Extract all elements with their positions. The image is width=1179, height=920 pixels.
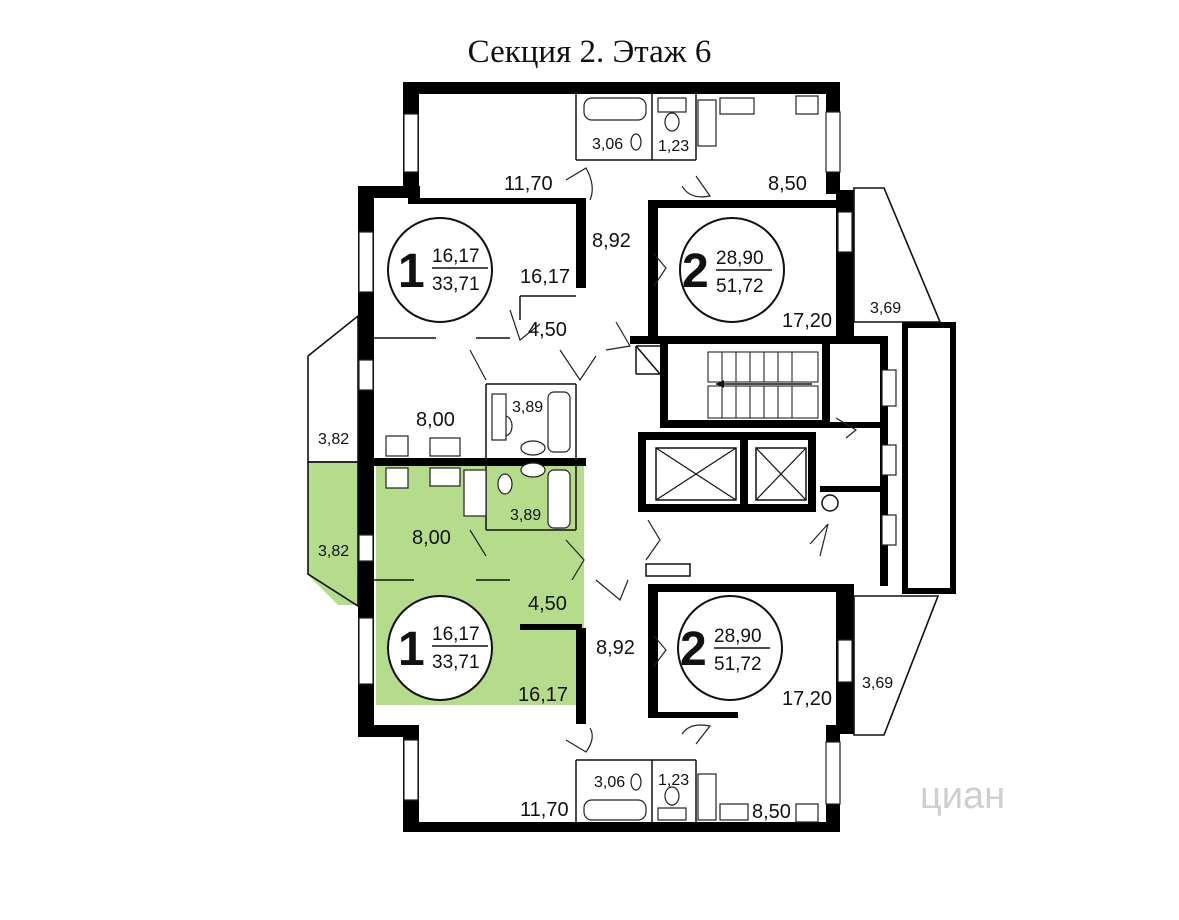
highlight-balcony-area [308, 462, 358, 605]
room-area-label: 8,50 [768, 173, 807, 195]
apartment-living-area: 16,17 [432, 246, 480, 267]
apartment-rooms: 2 [682, 245, 709, 298]
apartment-circle [387, 217, 493, 323]
room-labels: 11,70 3,06 1,23 8,50 8,92 16,17 4,50 8,0… [318, 136, 901, 823]
room-area-label: 8,50 [752, 801, 791, 823]
apartment-circle [387, 595, 493, 701]
room-area-label: 8,00 [416, 409, 455, 431]
room-area-label: 3,89 [512, 399, 543, 416]
plan-title: Секция 2. Этаж 6 [467, 34, 712, 70]
room-area-label: 16,17 [520, 266, 570, 288]
balconies [307, 187, 942, 736]
room-area-label: 1,23 [658, 138, 689, 155]
room-area-label: 4,50 [528, 593, 567, 615]
apartment-badge-lower-left[interactable]: 1 16,17 33,71 [387, 595, 493, 701]
apartment-living-area: 28,90 [714, 626, 762, 647]
room-area-label: 3,82 [318, 543, 349, 560]
apartment-total-area: 51,72 [716, 276, 764, 297]
watermark-logo: циан [920, 775, 1005, 817]
apartment-total-area: 33,71 [432, 652, 480, 673]
room-area-label: 3,89 [510, 507, 541, 524]
apartment-rooms: 2 [680, 623, 707, 676]
room-area-label: 3,69 [862, 675, 893, 692]
staircase [707, 351, 839, 512]
doors [469, 167, 858, 753]
apartment-badge-upper-right[interactable]: 2 28,90 51,72 [679, 217, 785, 323]
windows [358, 111, 897, 805]
apartment-rooms: 1 [398, 245, 425, 298]
room-area-label: 16,17 [518, 684, 568, 706]
apartment-badge-lower-right[interactable]: 2 28,90 51,72 [677, 595, 783, 701]
room-area-label: 4,50 [528, 319, 567, 341]
fixtures [385, 95, 819, 823]
room-area-label: 8,00 [412, 527, 451, 549]
room-area-label: 3,06 [594, 774, 625, 791]
room-area-label: 1,23 [658, 772, 689, 789]
apartment-living-area: 16,17 [432, 624, 480, 645]
apartment-badge-upper-left[interactable]: 1 16,17 33,71 [387, 217, 493, 323]
room-area-label: 3,06 [592, 136, 623, 153]
apartment-living-area: 28,90 [716, 248, 764, 269]
room-area-label: 3,69 [870, 300, 901, 317]
room-area-label: 8,92 [592, 230, 631, 252]
room-area-label: 11,70 [520, 799, 569, 821]
room-area-label: 8,92 [596, 637, 635, 659]
apartment-total-area: 51,72 [714, 654, 762, 675]
room-area-label: 17,20 [782, 310, 832, 332]
room-area-label: 17,20 [782, 688, 832, 710]
apartment-rooms: 1 [398, 623, 425, 676]
room-area-label: 11,70 [504, 173, 553, 195]
elevators [655, 447, 807, 501]
apartment-total-area: 33,71 [432, 274, 480, 295]
room-area-label: 3,82 [318, 431, 349, 448]
